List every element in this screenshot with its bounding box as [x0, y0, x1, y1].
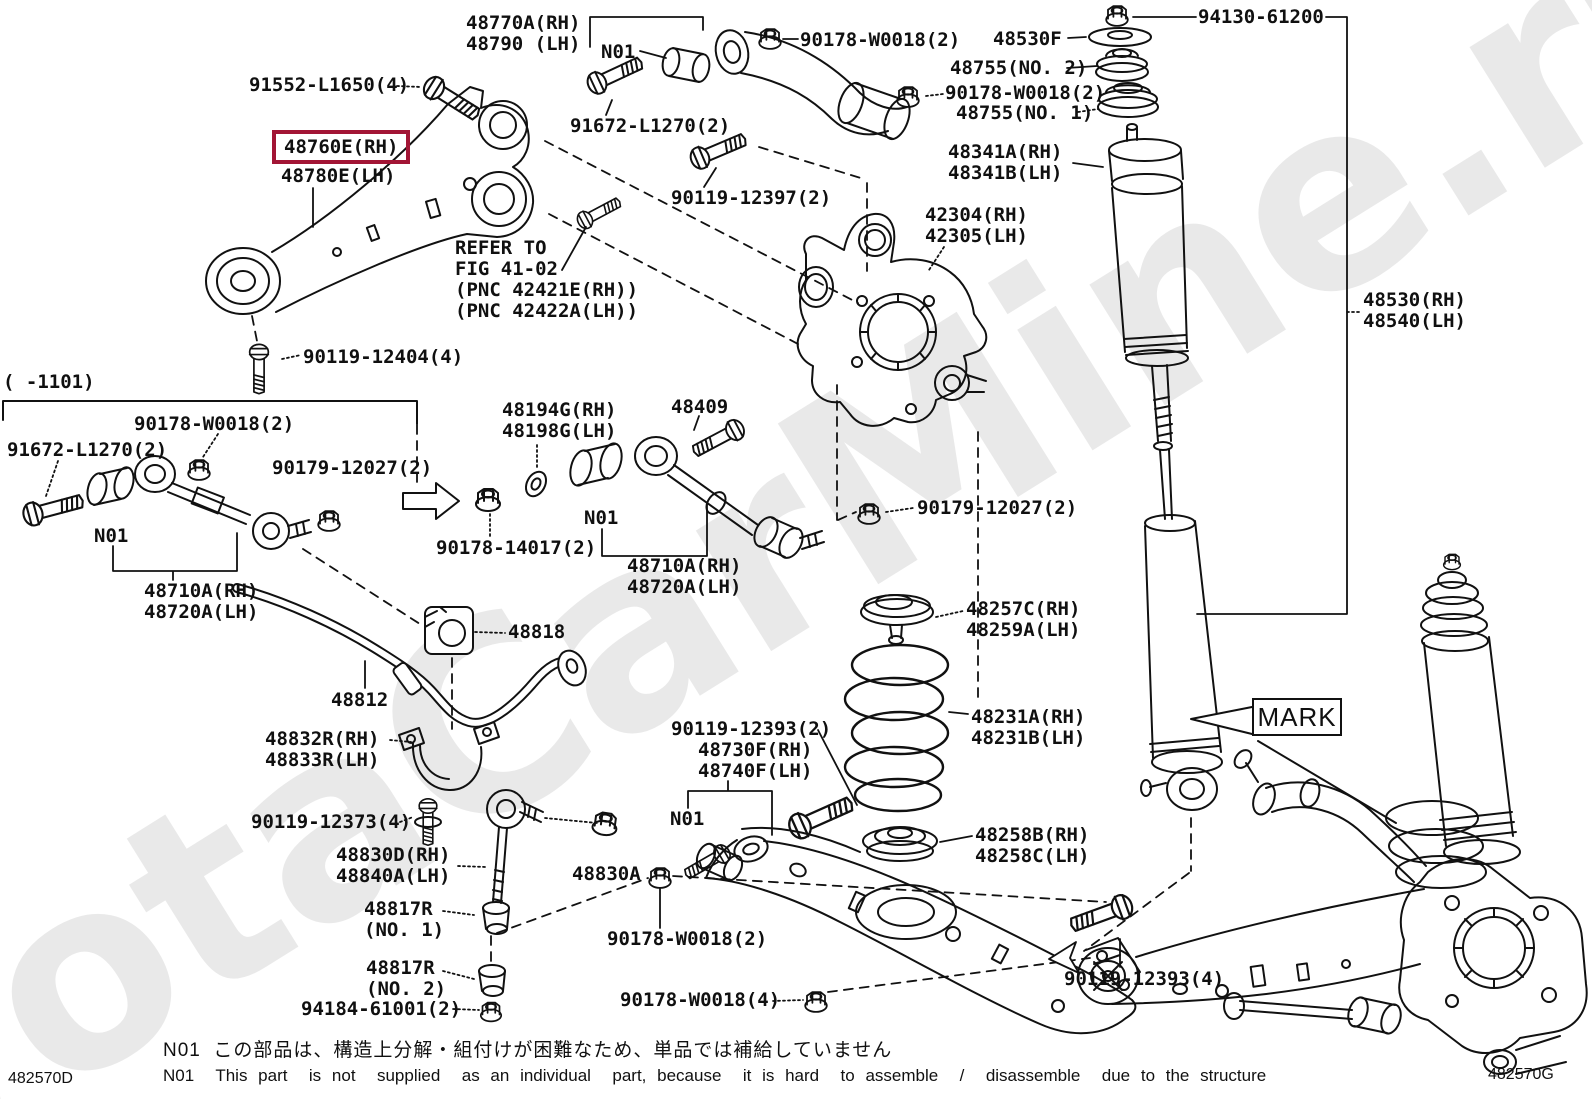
lower-arm-48730f	[680, 826, 1141, 1035]
shock-absorber-48530	[1108, 123, 1223, 811]
upper-arm-48770a	[661, 29, 911, 141]
label-48817r-no1: 48817R (NO. 1)	[364, 898, 445, 941]
label-refer-fig-41-02: REFER TO FIG 41-02 (PNC 42421E(RH)) (PNC…	[455, 237, 639, 322]
label-94130-61200: 94130-61200	[1198, 6, 1324, 28]
axle-assembly-installed	[1066, 553, 1588, 1075]
label-91672-l1270-left: 91672-L1270(2)	[7, 439, 168, 461]
label-48710a-48720a-center: 48710A(RH) 48720A(LH)	[627, 555, 742, 598]
label-48832r-48833r: 48832R(RH) 48833R(LH)	[265, 728, 380, 771]
stabilizer-bar-48812	[232, 583, 587, 792]
label-90119-12393-4: 90119-12393(4)	[1064, 968, 1225, 990]
label-90178-w0018-4: 90178-W0018(4)	[620, 989, 781, 1011]
label-42304-42305: 42304(RH) 42305(LH)	[925, 204, 1028, 247]
label-48194g-48198g: 48194G(RH) 48198G(LH)	[502, 399, 617, 442]
label-48730f-48740f: 48730F(RH) 48740F(LH)	[698, 739, 813, 782]
label-90119-12393-2: 90119-12393(2)	[671, 718, 832, 740]
label-90119-12397: 90119-12397(2)	[671, 187, 832, 209]
code-482570g: 482570G	[1488, 1066, 1554, 1083]
label-90178-w0018-2-top: 90178-W0018(2)	[800, 29, 961, 51]
label-48258b-48258c: 48258B(RH) 48258C(LH)	[975, 824, 1090, 867]
label-48830d-48840a: 48830D(RH) 48840A(LH)	[336, 844, 451, 887]
label-90179-12027-right: 90179-12027(2)	[917, 497, 1078, 519]
knuckle-42304	[796, 212, 988, 427]
lateral-rod-center-group	[475, 193, 881, 559]
lateral-rod-left-group	[2, 400, 460, 550]
label-48755-no2: 48755(NO. 2)	[950, 57, 1088, 79]
label-48818: 48818	[508, 621, 566, 643]
label-90179-12027-left: 90179-12027(2)	[272, 457, 433, 479]
label-90178-w0018-2-shock: 90178-W0018(2)	[945, 82, 1106, 104]
label-n01-left-rod: N01	[94, 525, 129, 547]
label-n01-upper-arm: N01	[601, 41, 636, 63]
leader-lines-solid	[112, 16, 1348, 968]
label-48755-no1: 48755(NO. 1)	[956, 102, 1094, 124]
label-mark: MARK	[1252, 698, 1342, 736]
label-90178-w0018-2-bottom: 90178-W0018(2)	[607, 928, 768, 950]
leader-lines-dotted	[45, 85, 1362, 1011]
label-48530-48540: 48530(RH) 48540(LH)	[1363, 289, 1466, 332]
label-48812: 48812	[331, 689, 389, 711]
label-48257c-48259a: 48257C(RH) 48259A(LH)	[966, 598, 1081, 641]
label-48760e: 48760E(RH)	[272, 130, 411, 164]
label-90119-12404: 90119-12404(4)	[303, 346, 464, 368]
label-91552-l1650: 91552-L1650(4)	[249, 74, 410, 96]
coil-spring-48231	[843, 594, 950, 862]
label-91672-l1270-upper: 91672-L1270(2)	[570, 115, 731, 137]
note-japanese: N01 この部品は、構造上分解・組付けが困難なため、単品では補給していません	[163, 1040, 893, 1061]
label-dash-1101: ( -1101)	[3, 371, 95, 393]
label-48830a: 48830A	[572, 863, 641, 885]
label-94184-61001: 94184-61001(2)	[301, 998, 462, 1020]
label-90119-12373: 90119-12373(4)	[251, 811, 412, 833]
construction-lines-dashed	[251, 140, 1192, 993]
mark-callout-pointer	[1190, 706, 1397, 824]
label-48231a-48231b: 48231A(RH) 48231B(LH)	[971, 706, 1086, 749]
label-n01-center-rod: N01	[584, 507, 619, 529]
label-90178-14017: 90178-14017(2)	[436, 537, 597, 559]
label-48409: 48409	[671, 396, 729, 418]
label-n01-lower-arm: N01	[670, 808, 705, 830]
label-48341a-48341b: 48341A(RH) 48341B(LH)	[948, 141, 1063, 184]
stabilizer-link-48830d	[414, 789, 828, 1023]
shock-mount-parts	[1088, 5, 1159, 118]
label-90178-w0018-2-left: 90178-W0018(2)	[134, 413, 295, 435]
label-48710a-48720a-left: 48710A(RH) 48720A(LH)	[144, 580, 259, 623]
label-48817r-no2: 48817R (NO. 2)	[366, 957, 447, 1000]
trailing-arm-48760e	[205, 86, 535, 315]
label-48780e: 48780E(LH)	[281, 165, 396, 187]
note-english: N01 This part is not supplied as an indi…	[163, 1066, 1267, 1085]
label-48770a-48790: 48770A(RH) 48790 (LH)	[466, 12, 581, 55]
label-48530f: 48530F	[993, 28, 1062, 50]
code-482570d: 482570D	[8, 1070, 73, 1087]
